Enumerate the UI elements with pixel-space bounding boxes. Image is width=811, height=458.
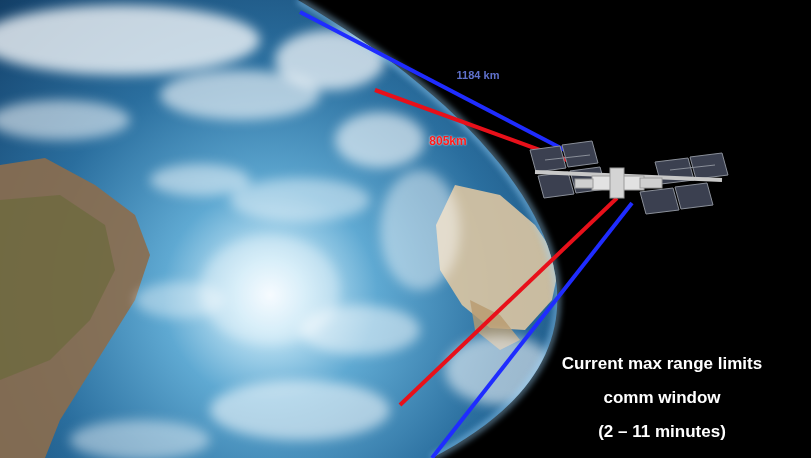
- space-station-part: [670, 165, 715, 170]
- cloud-layer-part: [200, 235, 340, 345]
- cloud-layer-part: [230, 178, 370, 222]
- earth-surface-part: [0, 158, 150, 458]
- cloud-layer-part: [0, 100, 130, 140]
- current-range-line: [400, 198, 617, 405]
- distance-label: 1184 km: [457, 68, 500, 82]
- space-station-part: [675, 183, 713, 209]
- earth-surface: [0, 5, 560, 458]
- space-station-part: [640, 188, 679, 214]
- space-station-part: [640, 178, 662, 188]
- distance-label: 805km: [429, 134, 466, 149]
- max-range-line: [300, 12, 578, 157]
- space-station-part: [610, 168, 624, 198]
- cloud-layer-part: [0, 5, 260, 75]
- cloud-layer: [0, 5, 555, 458]
- space-station-part: [545, 155, 590, 160]
- cloud-layer-part: [275, 30, 385, 90]
- cloud-layer-part: [380, 170, 460, 290]
- space-station-part: [538, 172, 574, 198]
- space-station-part: [562, 141, 598, 167]
- earth-surface-part: [0, 195, 115, 380]
- space-station: [530, 141, 728, 214]
- note-text: Current max range limits comm window (2 …: [562, 347, 762, 449]
- range-lines: [300, 12, 632, 458]
- cloud-layer-part: [70, 420, 210, 458]
- atmosphere-glow: [298, 0, 557, 458]
- cloud-layer-part: [150, 164, 250, 196]
- max-range-line: [432, 203, 632, 458]
- space-station-part: [575, 179, 593, 188]
- cloud-layer-part: [210, 380, 390, 440]
- space-station-part: [530, 146, 566, 172]
- cloud-layer-part: [335, 112, 425, 168]
- earth-globe: [0, 0, 560, 458]
